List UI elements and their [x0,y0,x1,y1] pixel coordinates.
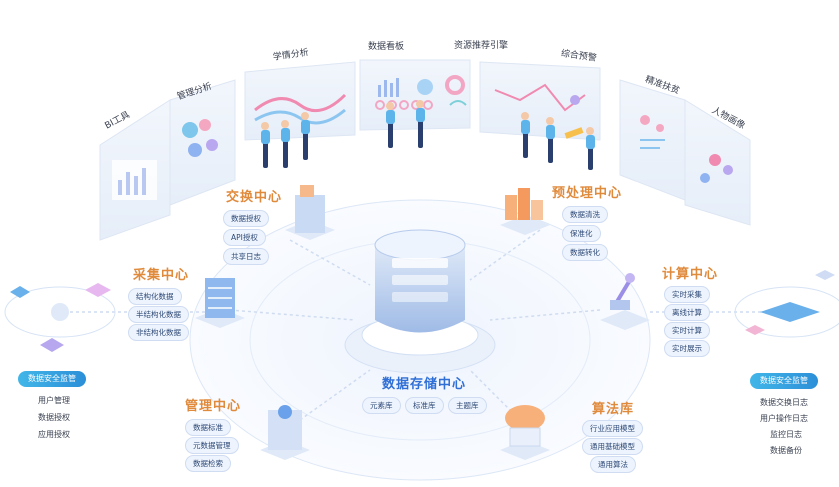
right-security-item-1: 用户操作日志 [760,414,808,423]
storage-center-title: 数据存储中心 [382,377,467,392]
algo-item-2: 通用算法 [590,456,636,473]
compute-item-1: 离线计算 [664,304,710,321]
compute-item-0: 实时采集 [664,286,710,303]
storage-item-0: 元素库 [362,397,401,414]
manage-item-1: 元数据管理 [185,437,239,454]
panel-label-resource-engine: 资源推荐引擎 [454,41,509,51]
exchange-item-2: 共享日志 [223,248,269,265]
algo-item-0: 行业应用模型 [582,420,643,437]
left-security-item-1: 数据授权 [38,413,70,422]
right-security-item-0: 数据交换日志 [760,398,808,407]
preprocess-item-0: 数据清洗 [562,206,608,223]
collect-center-title: 采集中心 [133,268,190,283]
left-security-item-0: 用户管理 [38,396,70,405]
central-database-core [344,229,496,374]
exchange-item-1: API授权 [223,229,266,246]
collect-item-0: 结构化数据 [128,288,182,305]
right-security-item-3: 数据备份 [770,446,802,455]
compute-item-3: 实时展示 [664,340,710,357]
right-security-badge: 数据安全监管 [750,373,818,389]
compute-item-2: 实时计算 [664,322,710,339]
exchange-item-0: 数据授权 [223,210,269,227]
preprocess-item-2: 数据转化 [562,244,608,261]
people-figures [261,100,595,170]
collect-item-1: 半结构化数据 [128,306,189,323]
storage-item-1: 标准库 [405,397,444,414]
compute-center-title: 计算中心 [662,267,719,282]
panel-label-data-dashboard: 数据看板 [368,42,405,52]
exchange-center-title: 交换中心 [226,190,283,205]
preprocess-item-1: 保准化 [562,225,601,242]
algo-item-1: 通用基础模型 [582,438,643,455]
right-security-item-2: 监控日志 [770,430,802,439]
left-security-badge: 数据安全监管 [18,371,86,387]
preprocess-center-title: 预处理中心 [552,186,623,201]
collect-item-2: 非结构化数据 [128,324,189,341]
module-icons [4,185,839,460]
algo-library-title: 算法库 [592,402,635,417]
manage-item-2: 数据检索 [185,455,231,472]
storage-item-2: 主题库 [448,397,487,414]
left-security-item-2: 应用授权 [38,430,70,439]
manage-center-title: 管理中心 [185,399,242,414]
manage-item-0: 数据标准 [185,419,231,436]
